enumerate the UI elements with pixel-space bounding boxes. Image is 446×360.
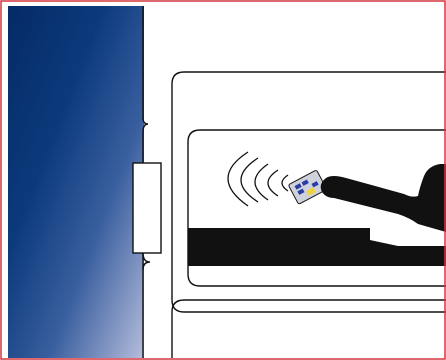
- device-outline: [171, 71, 446, 313]
- blue-side-panel: [8, 6, 144, 358]
- counter-bar: [188, 228, 446, 266]
- contactless-waves-icon: [227, 151, 289, 207]
- panel-bracket-line: [142, 6, 149, 358]
- payment-card-icon: [288, 170, 327, 205]
- panel-tab-notch: [142, 252, 151, 271]
- lower-panel-outline: [171, 299, 446, 358]
- panel-tab: [132, 162, 162, 254]
- person-silhouette: [320, 164, 446, 232]
